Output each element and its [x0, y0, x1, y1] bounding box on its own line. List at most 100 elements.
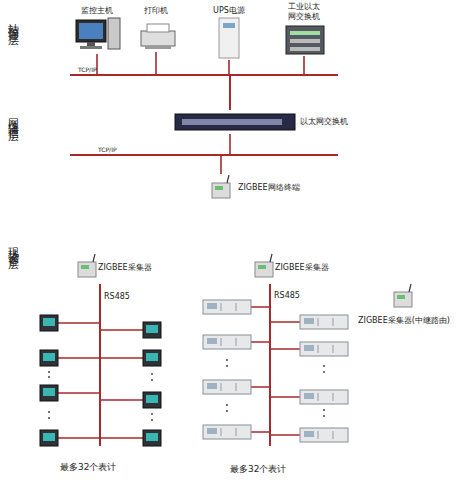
panel-meter — [143, 392, 161, 408]
branch-wire — [58, 392, 100, 394]
device-label: ZIGBEE采集器(中继路由) — [345, 316, 463, 326]
ethernet-switch — [175, 114, 295, 130]
din-meter — [300, 428, 348, 442]
din-meter — [300, 315, 348, 329]
network-link — [230, 56, 304, 110]
branch-wire — [100, 357, 143, 359]
dot — [323, 371, 325, 373]
dot — [226, 404, 228, 406]
zigbee-terminal-symbol — [212, 175, 230, 198]
device-label: ZIGBEE采集器 — [98, 263, 169, 273]
monitor-stand — [87, 42, 95, 46]
meter-count-note: 最多32个表计 — [60, 461, 116, 474]
panel-meter — [40, 315, 58, 331]
rs485-branches — [58, 323, 143, 438]
printer-body — [141, 31, 175, 46]
tcpip-bus — [70, 154, 338, 156]
ups-cabinet — [219, 18, 239, 58]
protocol-label: TCP/IP — [98, 146, 117, 153]
dot — [48, 411, 50, 413]
zigbee-collector: ZIGBEE采集器 — [74, 253, 169, 279]
switch-ports — [290, 39, 320, 43]
branch-wire — [270, 396, 300, 398]
monitor — [76, 20, 106, 42]
device-label: UPS电源 — [204, 6, 254, 16]
zigbee-collector-symbol — [255, 254, 273, 277]
layer-label: 现场设备层 — [5, 238, 20, 253]
branch-wire — [251, 386, 270, 388]
panel-meter — [143, 430, 161, 446]
bus-label: RS485 — [104, 292, 130, 301]
din-meter — [203, 300, 251, 314]
switch-ports — [182, 119, 282, 125]
printer: 打印机 — [132, 4, 180, 52]
dot — [151, 413, 153, 415]
dot — [48, 376, 50, 378]
dot — [323, 365, 325, 367]
panel-meter — [40, 350, 58, 366]
din-meter — [300, 342, 348, 356]
zigbee-relay: ZIGBEE采集器(中继路由) — [345, 280, 463, 328]
zigbee-relay-symbol — [394, 284, 412, 307]
network-link — [221, 134, 230, 174]
panel-meter — [40, 385, 58, 401]
device-label: 工业以太 网交换机 — [284, 2, 324, 22]
branch-wire — [270, 348, 300, 350]
panel-meter — [143, 350, 161, 366]
dot — [226, 410, 228, 412]
branch-wire — [270, 321, 300, 323]
printer-paper — [147, 24, 169, 32]
printer-tray — [145, 46, 171, 49]
layer-label: 网络通信层 — [5, 110, 20, 125]
branch-wire — [100, 437, 143, 439]
dot — [48, 371, 50, 373]
device-label: 监控主机 — [68, 6, 126, 16]
continuation-dots — [48, 359, 325, 421]
device-label: 以太网交换机 — [300, 117, 362, 127]
pc-tower — [108, 18, 120, 49]
keyboard — [80, 46, 102, 49]
network-link — [97, 54, 230, 110]
dot — [323, 409, 325, 411]
branch-wire — [270, 434, 300, 436]
zigbee-collector: ZIGBEE采集器 — [251, 253, 346, 279]
rs485-wire — [269, 284, 271, 446]
industrial-switch-box: 工业以太 网交换机 — [278, 0, 330, 56]
device-label: ZIGBEE网络终端 — [238, 183, 318, 193]
din-meter — [203, 380, 251, 394]
network-link — [156, 52, 230, 110]
switch-ports — [290, 47, 320, 51]
branch-wire — [58, 322, 100, 324]
din-meter — [203, 335, 251, 349]
branch-wire — [58, 357, 100, 359]
device-label: 打印机 — [132, 6, 180, 16]
din-meter — [203, 425, 251, 439]
panel-meter — [40, 430, 58, 446]
layer-label: 站控管理层 — [5, 14, 20, 29]
branch-wire — [251, 431, 270, 433]
ups-panel — [223, 23, 235, 28]
branch-wire — [100, 399, 143, 401]
industrial-switch — [286, 26, 324, 54]
dot — [323, 415, 325, 417]
switch-ports — [290, 31, 320, 35]
ups-power: UPS电源 — [204, 4, 254, 60]
branch-wire — [100, 329, 143, 331]
dot — [151, 419, 153, 421]
branch-wire — [251, 341, 270, 343]
host-computer: 监控主机 — [68, 4, 126, 54]
ethernet-switch-box: 以太网交换机 — [172, 110, 362, 134]
rs485-wire — [99, 284, 101, 446]
protocol-label: TCP/IP — [78, 66, 97, 73]
dot — [226, 359, 228, 361]
branch-wire — [251, 306, 270, 308]
dot — [48, 417, 50, 419]
branch-wire — [58, 437, 100, 439]
panel-meter — [143, 322, 161, 338]
dot — [151, 379, 153, 381]
zigbee-terminal: ZIGBEE网络终端 — [208, 174, 318, 202]
dot — [226, 365, 228, 367]
zigbee-collector-symbol — [78, 254, 96, 277]
